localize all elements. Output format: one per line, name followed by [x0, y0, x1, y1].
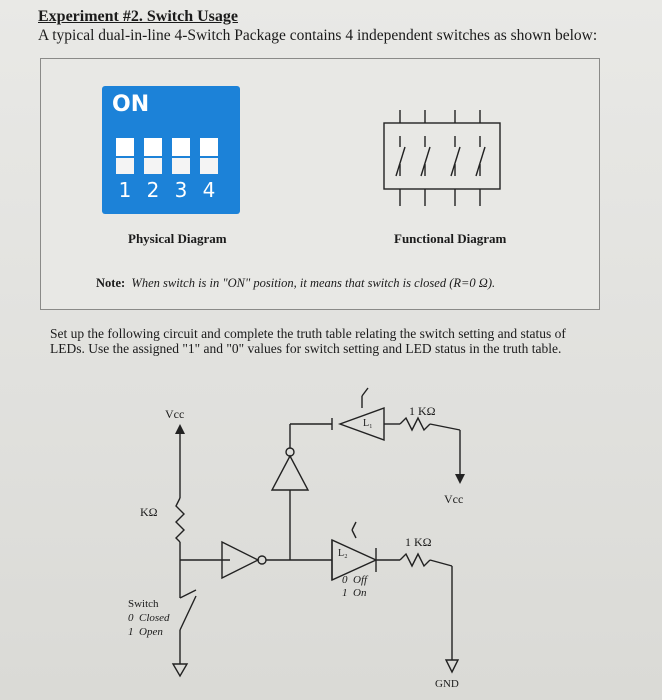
led-off-label: 0 Off — [342, 574, 368, 586]
note-label: Note: — [96, 276, 126, 290]
led-l1 — [331, 387, 461, 474]
switch-title-label: Switch — [128, 598, 159, 610]
switch-open-label: 1 Open — [128, 626, 163, 638]
dip-switch-1 — [116, 138, 134, 174]
resistor-top-label: 1 KΩ — [409, 404, 436, 418]
led1-label: L₁ — [363, 418, 373, 429]
gnd-label: GND — [435, 678, 459, 690]
functional-diagram-caption: Functional Diagram — [394, 231, 507, 246]
resistor-bottom-label: 1 KΩ — [405, 535, 432, 549]
experiment-title: Experiment #2. Switch Usage — [38, 8, 238, 25]
experiment-subtitle: A typical dual-in-line 4-Switch Package … — [38, 27, 598, 44]
dip-number-3: 3 — [174, 178, 188, 202]
physical-diagram-caption: Physical Diagram — [128, 231, 227, 246]
dip-number-1: 1 — [118, 178, 132, 202]
switch-closed-label: 0 Closed — [128, 612, 170, 624]
note-text: When switch is in "ON" position, it mean… — [131, 276, 496, 290]
pullup-resistor-label: KΩ — [140, 505, 158, 519]
vcc-right-label: Vcc — [444, 492, 464, 506]
functional-switch-diagram — [383, 110, 501, 206]
vcc-left-label: Vcc — [165, 407, 185, 421]
note-line: Note: When switch is in "ON" position, i… — [96, 276, 495, 291]
led-l2 — [331, 521, 453, 660]
dip-number-4: 4 — [202, 178, 216, 202]
dip-switch-physical-diagram: ON 1 2 3 4 — [102, 86, 240, 214]
dip-on-label: ON — [112, 92, 150, 117]
led-on-label: 1 On — [342, 587, 367, 599]
instructions-paragraph: Set up the following circuit and complet… — [50, 326, 566, 356]
inverter-bottom — [221, 540, 332, 580]
dip-switch-2 — [144, 138, 162, 174]
dip-switch-3 — [172, 138, 190, 174]
dip-number-2: 2 — [146, 178, 160, 202]
dip-switch-4 — [200, 138, 218, 174]
led2-label: L₂ — [338, 548, 348, 559]
